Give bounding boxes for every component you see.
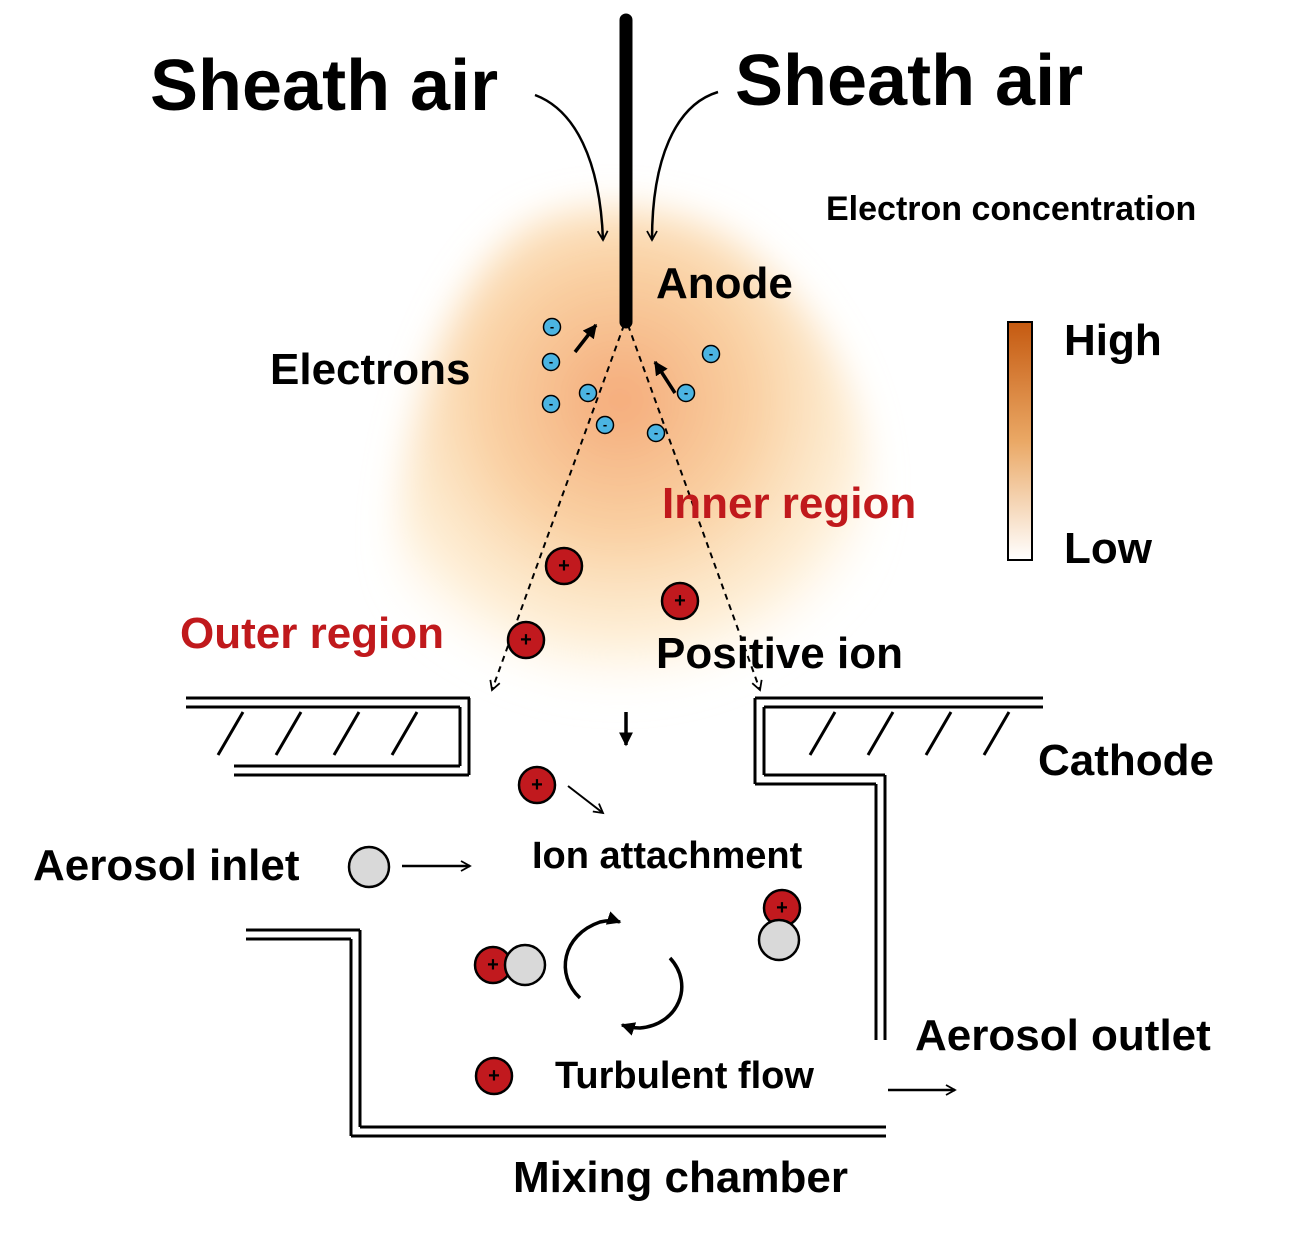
- electron: -: [578, 383, 598, 403]
- ion-sign: +: [531, 774, 543, 796]
- ion-sign: +: [488, 1065, 500, 1087]
- aerosol-inlet-label: Aerosol inlet: [33, 841, 300, 890]
- outer-region-label: Outer region: [180, 609, 444, 658]
- aerosol-outlet-label: Aerosol outlet: [915, 1011, 1211, 1060]
- inner-region-label: Inner region: [662, 479, 916, 528]
- ion-sign: +: [674, 590, 686, 612]
- turbulent-arrow-upper: [563, 911, 622, 1000]
- aerosol-particle: [757, 918, 801, 962]
- electron-sign: -: [549, 354, 553, 369]
- positive-ion-particle: +: [506, 620, 546, 660]
- ion-attachment-arrow: [567, 785, 605, 815]
- electron: -: [541, 394, 561, 414]
- cathode-label: Cathode: [1038, 736, 1214, 785]
- anode-label: Anode: [656, 259, 793, 308]
- electron-sign: -: [549, 396, 553, 411]
- mixing-chamber-wall: [246, 928, 886, 1138]
- ion-attachment-label: Ion attachment: [532, 835, 803, 877]
- sheath-air-left-label: Sheath air: [150, 46, 498, 126]
- electron-flow-arrow-right: [653, 360, 677, 394]
- electron-sign: -: [654, 425, 658, 440]
- ion-sign: +: [558, 555, 570, 577]
- mixing-chamber-label: Mixing chamber: [513, 1153, 848, 1202]
- ion-group: + + + + + + +: [347, 546, 802, 1096]
- scale-high-label: High: [1064, 316, 1162, 365]
- electrons-label: Electrons: [270, 345, 471, 394]
- ion-sign: +: [520, 629, 532, 651]
- electron-concentration-label: Electron concentration: [826, 190, 1196, 228]
- electron-sign: -: [684, 385, 688, 400]
- positive-ion-particle: +: [517, 765, 557, 805]
- electron-sign: -: [586, 385, 590, 400]
- electron-sign: -: [709, 346, 713, 361]
- ion-sign: +: [776, 897, 788, 919]
- scale-low-label: Low: [1064, 524, 1153, 573]
- positive-ion-particle: +: [660, 581, 700, 621]
- turbulent-arrow-lower: [620, 956, 684, 1036]
- aerosol-particle: [347, 845, 391, 889]
- electron: -: [595, 415, 615, 435]
- electron-group: - - - - - - - -: [541, 317, 721, 443]
- positive-ion-label: Positive ion: [656, 629, 903, 678]
- electron-sign: -: [550, 319, 554, 334]
- electron: -: [701, 344, 721, 364]
- field-line-right: [627, 324, 763, 692]
- electron: -: [542, 317, 562, 337]
- cathode-structure: [186, 696, 1043, 1040]
- electron-flow-arrow-left: [573, 323, 598, 354]
- ion-sign: +: [487, 954, 499, 976]
- electron: -: [646, 423, 666, 443]
- turbulent-flow-label: Turbulent flow: [555, 1055, 814, 1097]
- plasma-glow: [394, 206, 872, 700]
- sheath-air-right-arrow: [646, 90, 719, 242]
- electron: -: [676, 383, 696, 403]
- sheath-air-left-arrow: [534, 93, 609, 242]
- electron-sign: -: [603, 417, 607, 432]
- positive-ion-particle: +: [474, 1056, 514, 1096]
- aerosol-particle: [503, 943, 547, 987]
- positive-ion-particle: +: [544, 546, 584, 586]
- sheath-air-right-label: Sheath air: [735, 41, 1083, 121]
- concentration-scale-bar: [1007, 321, 1033, 561]
- electron: -: [541, 352, 561, 372]
